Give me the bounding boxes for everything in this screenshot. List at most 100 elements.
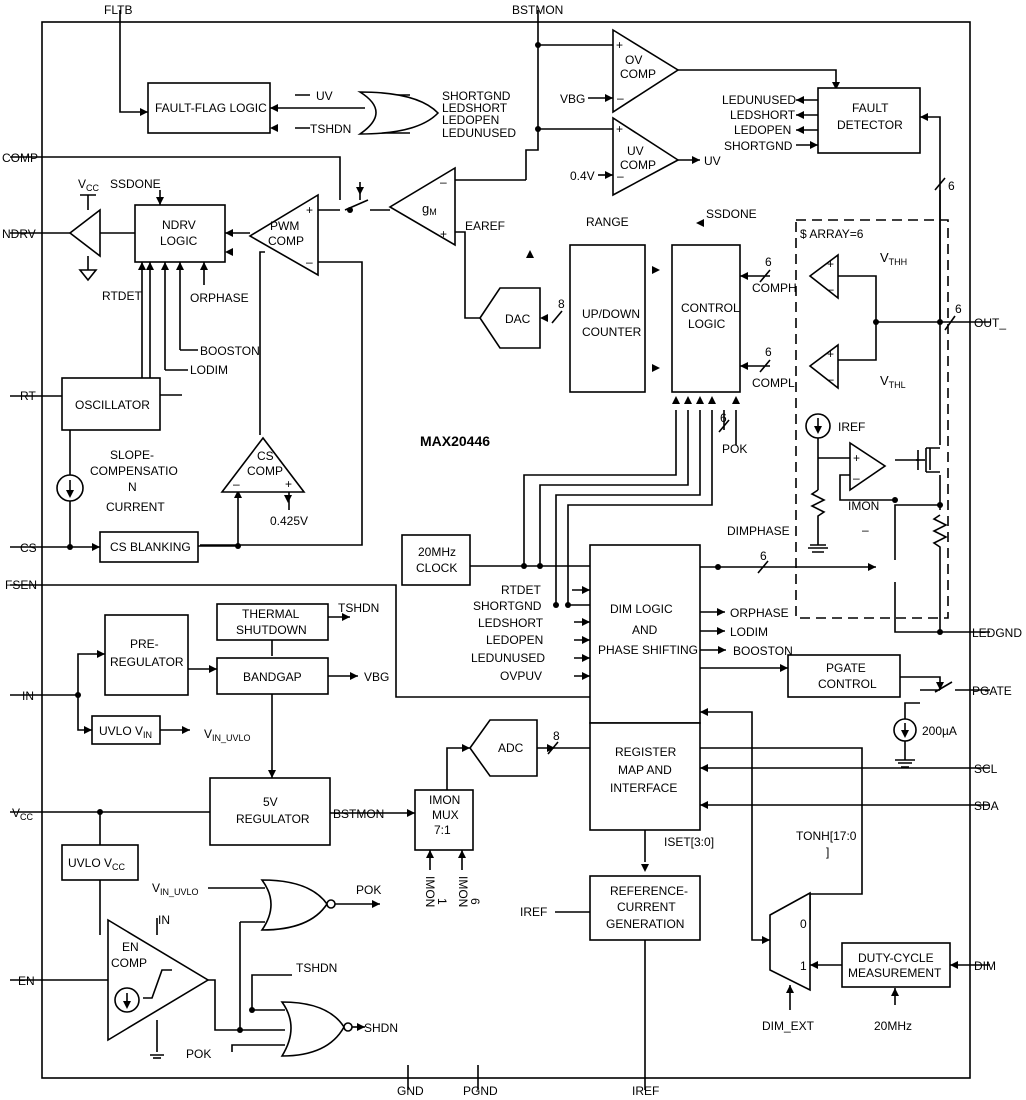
pin-iref: IREF (632, 1084, 659, 1098)
cs-comp-label-2: COMP (247, 464, 283, 478)
register-map-label-3: INTERFACE (610, 781, 677, 795)
current-source-200ua (893, 718, 917, 742)
sig-0425v: 0.425V (270, 514, 308, 528)
hysteresis-symbol (143, 969, 172, 999)
duty-cycle-label-2: MEASUREMENT (848, 966, 942, 980)
updown-label-1: UP/DOWN (582, 307, 640, 321)
sig-ledopen-or: LEDOPEN (442, 113, 499, 127)
duty-cycle-label-1: DUTY-CYCLE (858, 951, 934, 965)
pin-out: OUT_ (974, 316, 1006, 330)
pin-sda: SDA (974, 799, 999, 813)
sig-ledunused-fd: LEDUNUSED (722, 93, 796, 107)
sig-tonh-2: ] (826, 845, 829, 859)
sig-orphase-ndrv: ORPHASE (190, 291, 249, 305)
bus-6-comph: 6 (765, 255, 772, 269)
control-logic-label-2: LOGIC (688, 317, 726, 331)
clock-block (401, 534, 471, 586)
uv-plus: + (616, 122, 623, 136)
cs-comp-label-1: CS (257, 449, 274, 463)
imon-mux-label-2: MUX (432, 808, 459, 822)
sig-rtdet-ndrv: RTDET (102, 289, 142, 303)
sig-booston-ndrv: BOOSTON (200, 344, 260, 358)
sig-shortgnd-fd: SHORTGND (724, 139, 793, 153)
imon-minus: – (853, 471, 860, 485)
sig-20mhz: 20MHz (874, 1019, 912, 1033)
pgate-ctrl-label-2: CONTROL (818, 677, 877, 691)
or-gate-fault (357, 91, 440, 135)
cs-minus: – (233, 477, 240, 491)
gm-minus: – (440, 175, 447, 189)
pin-comp: COMP (2, 151, 38, 165)
pgate-control-block (787, 654, 901, 698)
dim-logic-label-2: AND (632, 623, 658, 637)
reg5v-block (209, 777, 331, 846)
reg5v-label-2: REGULATOR (236, 812, 310, 826)
reg5v-label-1: 5V (263, 795, 278, 809)
pre-regulator-block (104, 614, 189, 696)
current-source-iref (805, 413, 831, 439)
oscillator-label: OSCILLATOR (75, 398, 150, 412)
sig-compl: COMPL (752, 376, 795, 390)
comph-comparator (808, 253, 839, 300)
bandgap-label: BANDGAP (243, 670, 302, 684)
dim-mux (769, 891, 811, 992)
gm-amplifier (388, 166, 456, 247)
sig-in-en: IN (158, 913, 170, 927)
sig-uv-ff: UV (316, 89, 333, 103)
thermal-shutdown-block (216, 603, 329, 641)
sig-dim-ext: DIM_EXT (762, 1019, 815, 1033)
pre-reg-label-2: REGULATOR (110, 655, 184, 669)
ndrv-driver (68, 208, 101, 258)
thermal-label-2: SHUTDOWN (236, 623, 307, 637)
sig-lodim-ndrv: LODIM (190, 363, 228, 377)
pin-gnd: GND (397, 1084, 424, 1098)
sig-slope-2: COMPENSATIO (90, 464, 178, 478)
dim-logic-label-3: PHASE SHIFTING (598, 643, 698, 657)
mux-label-1: 1 (800, 959, 807, 973)
sig-comph: COMPH (752, 281, 797, 295)
mosfet (917, 447, 940, 473)
uvlo-vcc-block (61, 844, 139, 881)
dac-label: DAC (505, 312, 531, 326)
fault-detector-label-1: FAULT (852, 101, 889, 115)
pwm-plus: + (306, 203, 313, 217)
cs-blanking-label: CS BLANKING (110, 540, 191, 554)
adc-label: ADC (498, 741, 524, 755)
imon6-label-1: IMON (456, 876, 470, 907)
pre-reg-label-1: PRE- (130, 637, 159, 651)
imon-mux-label-1: IMON (429, 793, 460, 807)
sig-pok-nor: POK (356, 883, 381, 897)
compl-plus: + (827, 347, 834, 361)
ref-current-label-2: CURRENT (617, 900, 676, 914)
sig-lodim-dl: LODIM (730, 625, 768, 639)
ground-symbols (78, 269, 912, 1059)
sig-array: $ ARRAY=6 (800, 227, 864, 241)
cs-comp (220, 436, 306, 493)
chip-name: MAX20446 (420, 433, 490, 449)
sig-bstmon-5v: BSTMON (333, 807, 384, 821)
imon-plus: + (853, 451, 860, 465)
sig-ledunused-dl: LEDUNUSED (471, 651, 545, 665)
resistor-left (810, 489, 826, 520)
labels: MAX20446 FLTB BSTMON COMP NDRV RT CS FSE… (2, 3, 1022, 1098)
nor-gate-pok (260, 879, 328, 931)
sig-rtdet-dl: RTDET (501, 583, 541, 597)
pin-en: EN (18, 974, 35, 988)
clock-label-2: CLOCK (416, 561, 457, 575)
sig-booston-dl: BOOSTON (733, 644, 793, 658)
en-comp-label-2: COMP (111, 956, 147, 970)
pin-ledgnd: LEDGND (972, 626, 1022, 640)
sig-iref-src: IREF (838, 420, 865, 434)
sig-04v: 0.4V (570, 169, 595, 183)
ov-comp (612, 28, 680, 114)
nor-bubble-pok (326, 899, 336, 909)
ov-comp-label-1: OV (625, 53, 642, 67)
thermal-label-1: THERMAL (242, 607, 300, 621)
resistor-right (932, 514, 948, 555)
bus-6-out: 6 (955, 302, 962, 316)
uv-minus: – (617, 169, 624, 183)
sig-slope-1: SLOPE- (110, 448, 154, 462)
uvlo-vcc-label: UVLO VCC (68, 856, 126, 872)
pin-fsen: FSEN (5, 578, 37, 592)
pwm-comp-label-1: PWM (270, 219, 299, 233)
